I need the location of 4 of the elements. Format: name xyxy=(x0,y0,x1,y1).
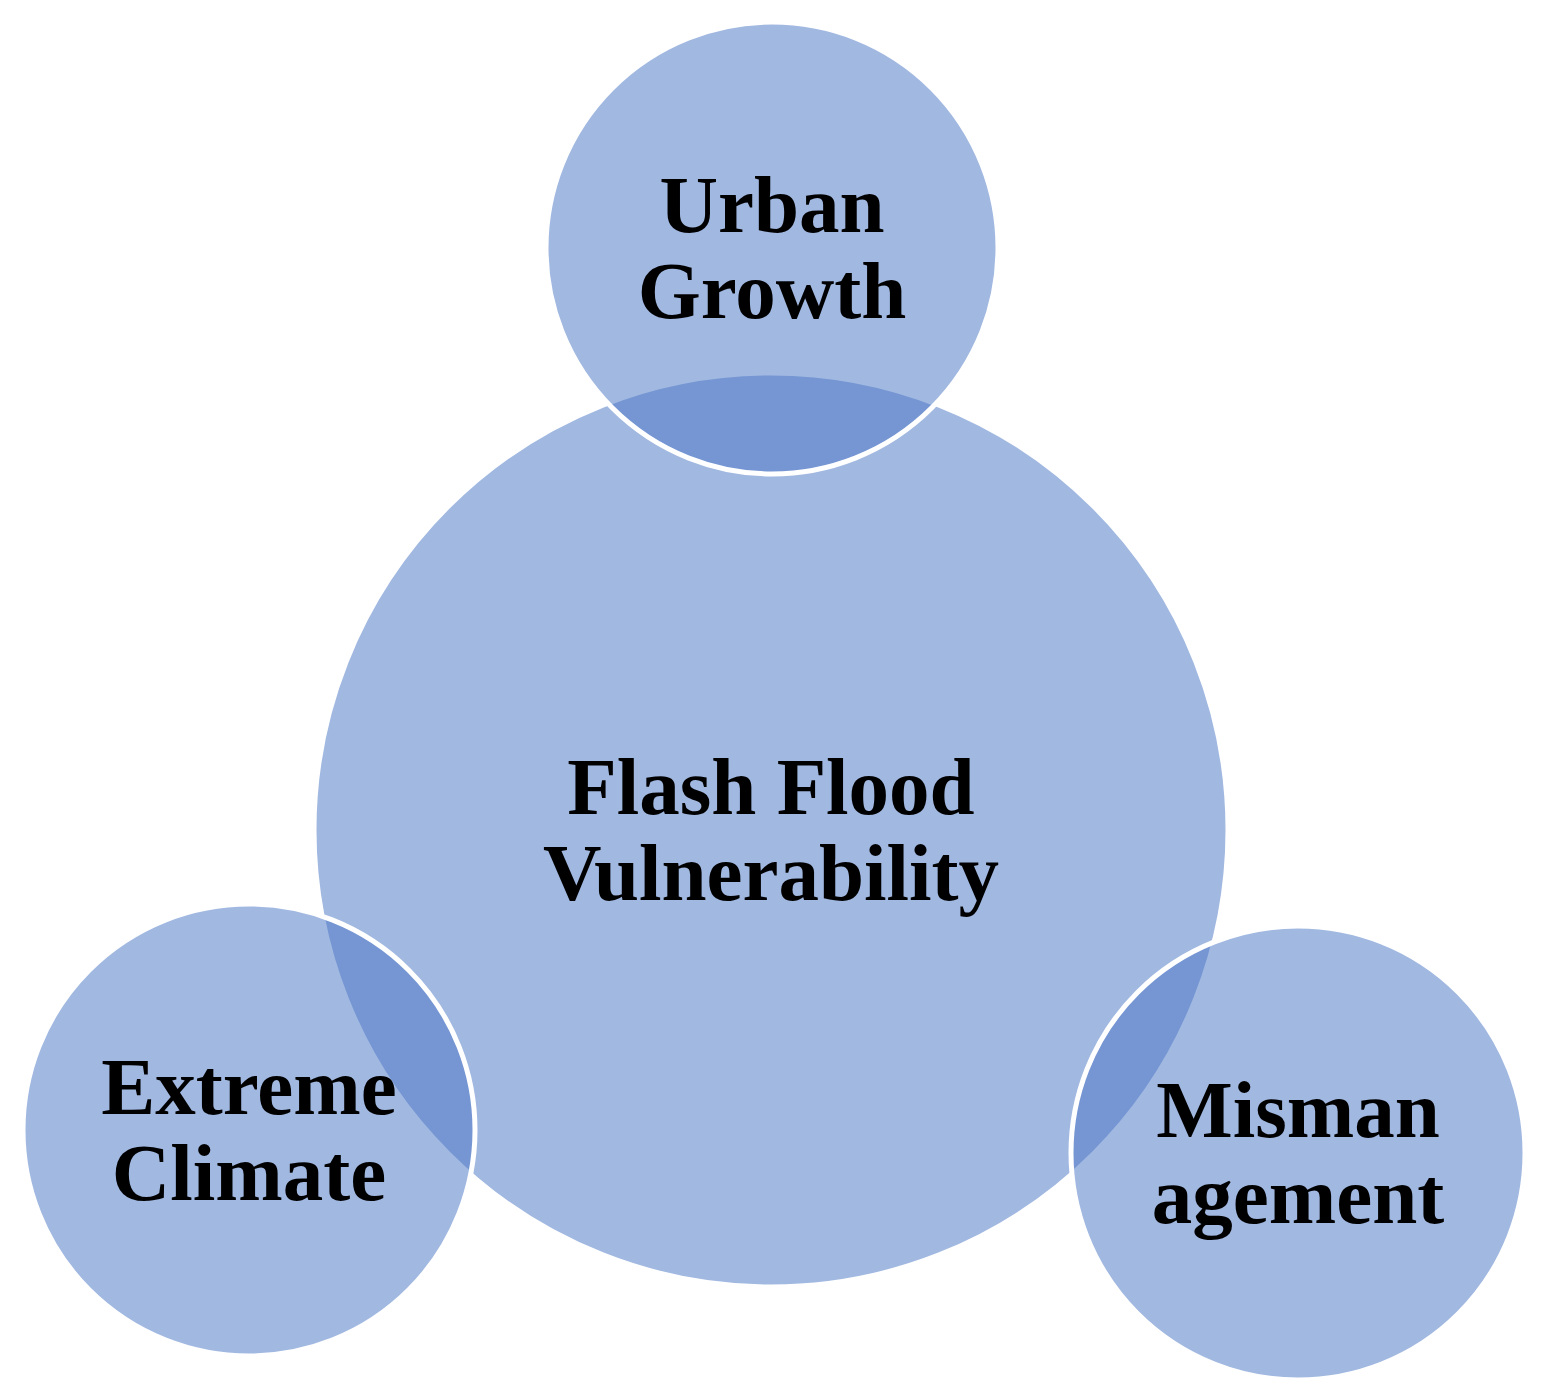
central-label: Flash Flood Vulnerability xyxy=(541,744,1001,916)
factor-label: Extreme Climate xyxy=(100,1044,398,1216)
factor-label: Misman agement xyxy=(1150,1067,1446,1239)
factor-label: Urban Growth xyxy=(636,162,908,334)
